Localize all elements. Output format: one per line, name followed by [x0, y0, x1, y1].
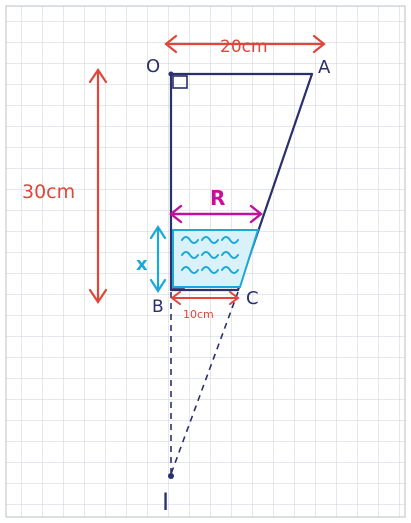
- water-waves: [181, 236, 239, 274]
- label-bc-length: 10cm: [183, 308, 214, 321]
- water-height-arrow: [149, 224, 167, 294]
- label-height: 30cm: [22, 181, 75, 203]
- oa-dimension-arrow: [164, 34, 326, 54]
- right-angle-marker-o: [172, 75, 188, 89]
- point-label-o: O: [146, 56, 160, 77]
- height-dimension-arrow: [88, 68, 108, 304]
- cone-apex-dashes: [170, 291, 239, 475]
- point-o-dot: [168, 71, 174, 77]
- radius-arrow: [169, 204, 263, 224]
- label-oa-length: 20cm: [220, 37, 268, 57]
- label-water-height: x: [136, 254, 148, 275]
- point-label-c: C: [246, 288, 259, 309]
- water-region: [172, 229, 260, 288]
- bc-dimension-arrow: [170, 291, 240, 305]
- label-radius: R: [210, 186, 225, 210]
- point-label-i: I: [162, 488, 169, 516]
- point-label-a: A: [318, 57, 331, 78]
- apex-point: [168, 473, 174, 479]
- point-label-b: B: [152, 297, 164, 317]
